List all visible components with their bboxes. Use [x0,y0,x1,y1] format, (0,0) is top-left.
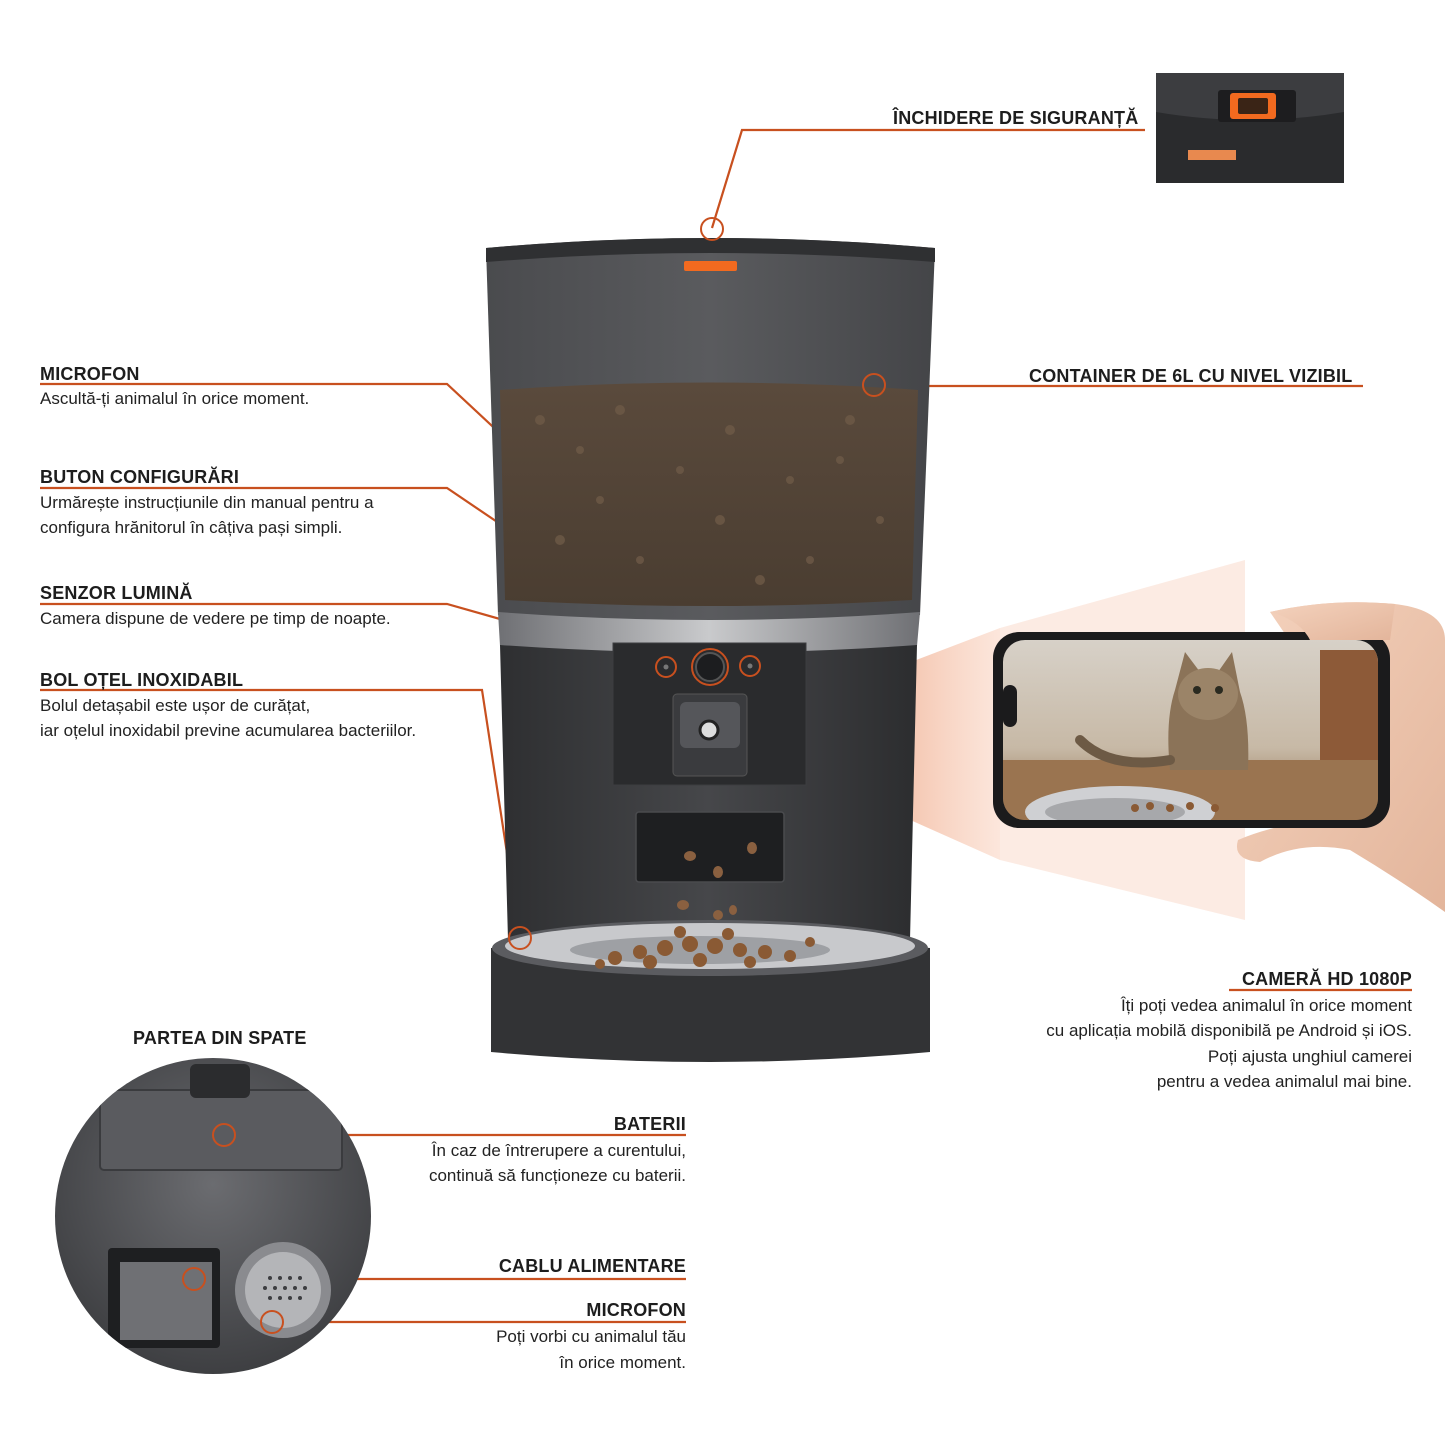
camera-line1: Îți poți vedea animalul în orice moment [1120,996,1412,1015]
back-side-title: PARTEA DIN SPATE [133,1028,307,1048]
back-closeup-icon [55,1058,371,1374]
batteries-line1: În caz de întrerupere a curentului, [431,1141,686,1160]
microphone-back-line2: în orice moment. [559,1353,686,1372]
batteries-title: BATERII [613,1114,686,1134]
camera-title: CAMERĂ HD 1080P [1241,969,1412,989]
microphone-back-line1: Poți vorbi cu animalul tău [496,1327,686,1346]
steel-bowl-line2: iar oțelul inoxidabil previne acumularea… [40,721,417,740]
light-sensor-title: SENZOR LUMINĂ [40,583,193,603]
light-sensor-text: Camera dispune de vedere pe timp de noap… [40,609,391,628]
camera-line3: Poți ajusta unghiul camerei [1207,1047,1412,1066]
settings-button-line2: configura hrănitorul în câțiva pași simp… [40,518,343,537]
callout-circles [508,217,886,950]
camera-line2: cu aplicația mobilă disponibilă pe Andro… [1046,1021,1412,1040]
phone-with-cat-icon [993,602,1445,912]
steel-bowl-title: BOL OȚEL INOXIDABIL [40,670,244,690]
safety-lock-title: ÎNCHIDERE DE SIGURANȚĂ [893,108,1139,128]
cat-feeder-icon [486,238,935,1062]
microphone-front-text: Ascultă-ți animalul în orice moment. [40,389,310,408]
steel-bowl-line1: Bolul detașabil este ușor de curățat, [40,696,311,715]
camera-line4: pentru a vedea animalul mai bine. [1156,1072,1412,1091]
batteries-line2: continuă să funcționeze cu baterii. [428,1166,686,1185]
container-title: CONTAINER DE 6L CU NIVEL VIZIBIL [1029,366,1353,386]
latch-closeup-icon [1156,73,1344,183]
power-cable-title: CABLU ALIMENTARE [498,1256,686,1276]
microphone-back-title: MICROFON [586,1300,686,1320]
microphone-front-title: MICROFON [40,364,140,384]
settings-button-title: BUTON CONFIGURĂRI [40,467,240,487]
settings-button-line1: Urmărește instrucțiunile din manual pent… [40,493,374,512]
